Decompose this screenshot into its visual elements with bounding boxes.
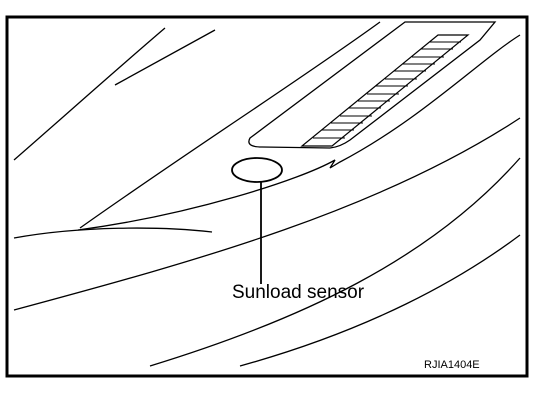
dash-contour-line — [77, 34, 521, 231]
dash-contour-line — [13, 117, 521, 311]
defroster-vent-outline — [248, 21, 497, 149]
defroster-grille-outline — [300, 34, 470, 147]
diagram-border — [5, 15, 529, 378]
figure-code: RJIA1404E — [424, 359, 480, 371]
dash-contour-line — [114, 29, 216, 86]
dash-contour-line — [13, 27, 166, 161]
callout-label: Sunload sensor — [232, 282, 365, 303]
defroster-grille-slats — [313, 41, 461, 139]
dash-contour-line — [239, 234, 521, 367]
dash-contour-line — [149, 157, 521, 367]
sunload-sensor-marker — [231, 157, 283, 183]
dash-contour-line — [79, 21, 381, 229]
dash-contour-line — [13, 227, 213, 239]
